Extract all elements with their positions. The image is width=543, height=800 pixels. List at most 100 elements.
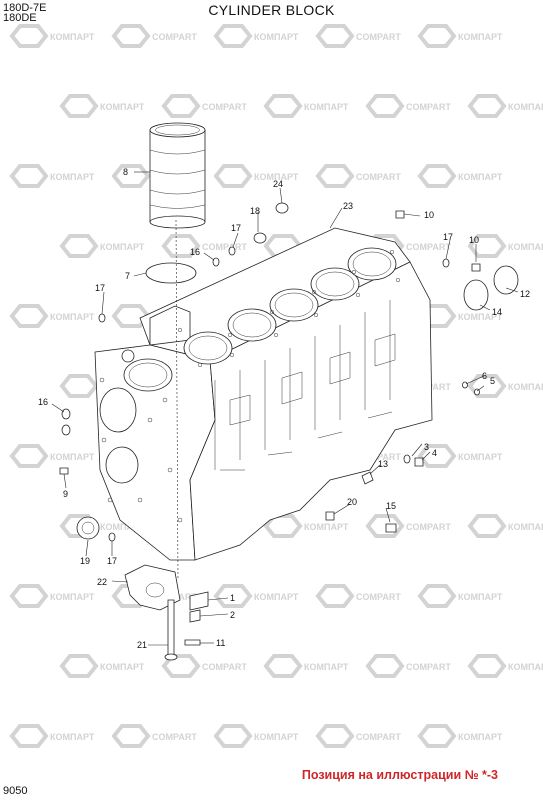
plug-26 — [275, 202, 289, 214]
watermark-logo — [365, 654, 405, 678]
watermark-text: COMPART — [356, 172, 401, 182]
cylinder-block — [94, 227, 433, 561]
illustration-position-note: Позиция на иллюстрации № *-3 — [301, 768, 498, 782]
watermark-logo — [263, 94, 303, 118]
callout-13: 14 — [492, 307, 502, 317]
watermark-logo — [417, 724, 457, 748]
watermark-logo — [9, 304, 49, 328]
callout-17-d: 17 — [107, 556, 117, 566]
watermark-logo — [365, 514, 405, 538]
o-ring-13 — [463, 279, 489, 311]
callout-19: 18 — [250, 206, 260, 216]
watermark-text: КОМПАРТ — [50, 452, 95, 462]
seal-20 — [76, 516, 100, 540]
watermark-logo — [111, 24, 151, 48]
watermark-text: COMPART — [152, 732, 197, 742]
watermark-logo — [9, 444, 49, 468]
watermark-logo — [365, 94, 405, 118]
watermark-text: КОМПАРТ — [458, 312, 503, 322]
bolt-22 — [167, 599, 175, 656]
watermark-logo — [111, 304, 151, 328]
model-code-1: 180D-7E — [3, 2, 47, 14]
watermark-text: КОМПАРТ — [50, 172, 95, 182]
watermark-text: КОМПАРТ — [458, 592, 503, 602]
watermark-logo — [59, 234, 99, 258]
watermark-logo — [417, 444, 457, 468]
watermark-text: КОМПАРТ — [100, 102, 145, 112]
watermark-logo — [315, 584, 355, 608]
callout-24: 23 — [343, 201, 353, 211]
watermark-logo — [467, 514, 507, 538]
callout-10-right: 10 — [469, 235, 479, 245]
watermark-text: КОМПАРТ — [508, 662, 543, 672]
clip-2 — [189, 609, 201, 623]
watermark-text: КОМПАРТ — [50, 592, 95, 602]
callout-17-b: 17 — [95, 283, 105, 293]
callout-5: 5 — [490, 376, 495, 386]
callout-22: 21 — [137, 640, 147, 650]
cylinder-liner — [149, 122, 206, 229]
watermark-logo — [315, 24, 355, 48]
callout-8: 8 — [123, 167, 128, 177]
plug-15 — [385, 523, 397, 533]
watermark-logo — [417, 584, 457, 608]
callout-14: 13 — [378, 459, 388, 469]
watermark-text: КОМПАРТ — [50, 32, 95, 42]
page-title: CYLINDER BLOCK — [208, 2, 335, 18]
watermark-text: КОМПАРТ — [100, 662, 145, 672]
model-code-2: 180DE — [3, 12, 37, 24]
callout-1: 1 — [230, 593, 235, 603]
watermark-logo — [467, 234, 507, 258]
watermark-logo — [417, 24, 457, 48]
watermark-text: КОМПАРТ — [254, 172, 299, 182]
callout-9: 9 — [63, 489, 68, 499]
watermark-logo — [263, 654, 303, 678]
watermark-text: COMPART — [202, 102, 247, 112]
liner-o-ring-7 — [145, 262, 197, 284]
watermark-text: КОМПАРТ — [304, 522, 349, 532]
pin-9 — [59, 467, 69, 475]
watermark-logo — [161, 94, 201, 118]
watermark-text: COMPART — [356, 32, 401, 42]
watermark-text: COMPART — [356, 452, 401, 462]
watermark-text: КОМПАРТ — [304, 662, 349, 672]
watermark-text: КОМПАРТ — [100, 242, 145, 252]
watermark-logo — [59, 94, 99, 118]
bracket-1 — [189, 591, 209, 611]
bolt-12 — [184, 639, 201, 646]
watermark-text: COMPART — [356, 592, 401, 602]
watermark-text: КОМПАРТ — [50, 312, 95, 322]
watermark-text: COMPART — [406, 662, 451, 672]
watermark-logo — [213, 164, 253, 188]
leader-lines — [51, 171, 519, 646]
watermark-logo — [467, 654, 507, 678]
watermark-text: КОМПАРТ — [508, 242, 543, 252]
watermark-text: COMPART — [406, 522, 451, 532]
callout-2: 2 — [230, 610, 235, 620]
watermark-logo — [9, 584, 49, 608]
callout-3: 3 — [424, 442, 429, 452]
callout-26: 24 — [273, 179, 283, 189]
watermark-text: COMPART — [152, 32, 197, 42]
watermark-logo — [315, 164, 355, 188]
oil-seal-11 — [493, 265, 519, 295]
callout-21: 20 — [347, 497, 357, 507]
pin-10-upper — [395, 210, 405, 219]
page-number: 9050 — [3, 785, 28, 797]
watermark-text: КОМПАРТ — [254, 592, 299, 602]
watermark-text: КОМПАРТ — [50, 732, 95, 742]
watermark-logo — [213, 24, 253, 48]
watermark-logo — [263, 514, 303, 538]
callout-6: 6 — [482, 371, 487, 381]
plug-14 — [361, 471, 374, 485]
watermark-logo — [161, 654, 201, 678]
callout-10-upper: 10 — [424, 210, 434, 220]
watermark-logo — [111, 724, 151, 748]
watermark-logo — [315, 724, 355, 748]
callout-4: 4 — [432, 448, 437, 458]
watermark-text: КОМПАРТ — [458, 172, 503, 182]
watermark-text: КОМПАРТ — [508, 522, 543, 532]
plug-19 — [253, 232, 267, 244]
callout-11: 12 — [520, 289, 530, 299]
